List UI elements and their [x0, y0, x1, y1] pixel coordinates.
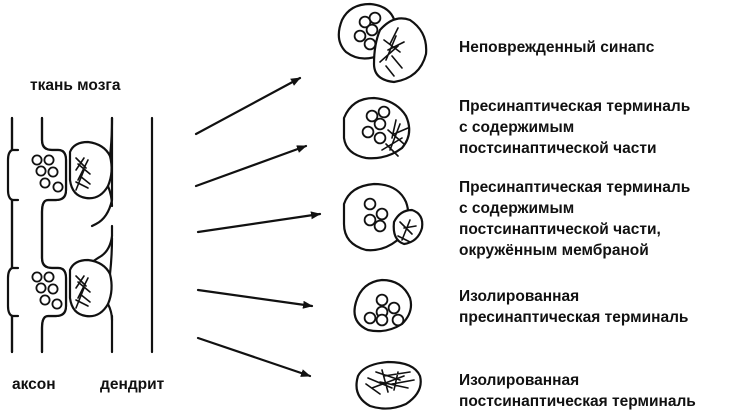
- item-label-presynaptic-with-content-line-1: Пресинаптическая терминаль: [459, 98, 691, 115]
- synaptosome-isolated-presynaptic: [353, 278, 413, 333]
- synaptosome-presynaptic-with-content: [342, 96, 411, 160]
- synaptosome-isolated-postsynaptic: [355, 360, 422, 410]
- label-dendrite: дендрит: [100, 376, 165, 393]
- arrow-3: [196, 211, 322, 234]
- label-brain-tissue: ткань мозга: [30, 77, 121, 94]
- item-label-presynaptic-membrane-line-4: окружённым мембраной: [459, 242, 649, 259]
- item-label-presynaptic-with-content-line-3: постсинаптической части: [459, 140, 657, 157]
- item-label-presynaptic-membrane-line-1: Пресинаптическая терминаль: [459, 179, 691, 196]
- item-label-intact-line-1: Неповрежденный синапс: [459, 39, 655, 56]
- arrows: [194, 76, 322, 378]
- item-label-isolated-postsynaptic-line-1: Изолированная: [459, 372, 580, 389]
- item-label-isolated-presynaptic-line-1: Изолированная: [459, 288, 580, 305]
- arrow-5: [196, 336, 312, 378]
- arrow-2: [194, 144, 308, 188]
- item-label-isolated-postsynaptic-line-2: постсинаптическая терминаль: [459, 393, 696, 410]
- label-axon: аксон: [12, 376, 56, 393]
- item-label-isolated-presynaptic-line-2: пресинаптическая терминаль: [459, 309, 689, 326]
- synaptosome-presynaptic-with-membrane: [342, 182, 424, 252]
- arrow-4: [196, 288, 314, 309]
- item-label-presynaptic-membrane-line-3: постсинаптической части,: [459, 221, 661, 238]
- item-label-presynaptic-with-content-line-2: с содержимым: [459, 119, 575, 136]
- brain-tissue-drawing: [6, 116, 154, 354]
- synaptosome-intact: [337, 2, 428, 84]
- item-label-presynaptic-membrane-line-2: с содержимым: [459, 200, 575, 217]
- arrow-1: [194, 76, 302, 136]
